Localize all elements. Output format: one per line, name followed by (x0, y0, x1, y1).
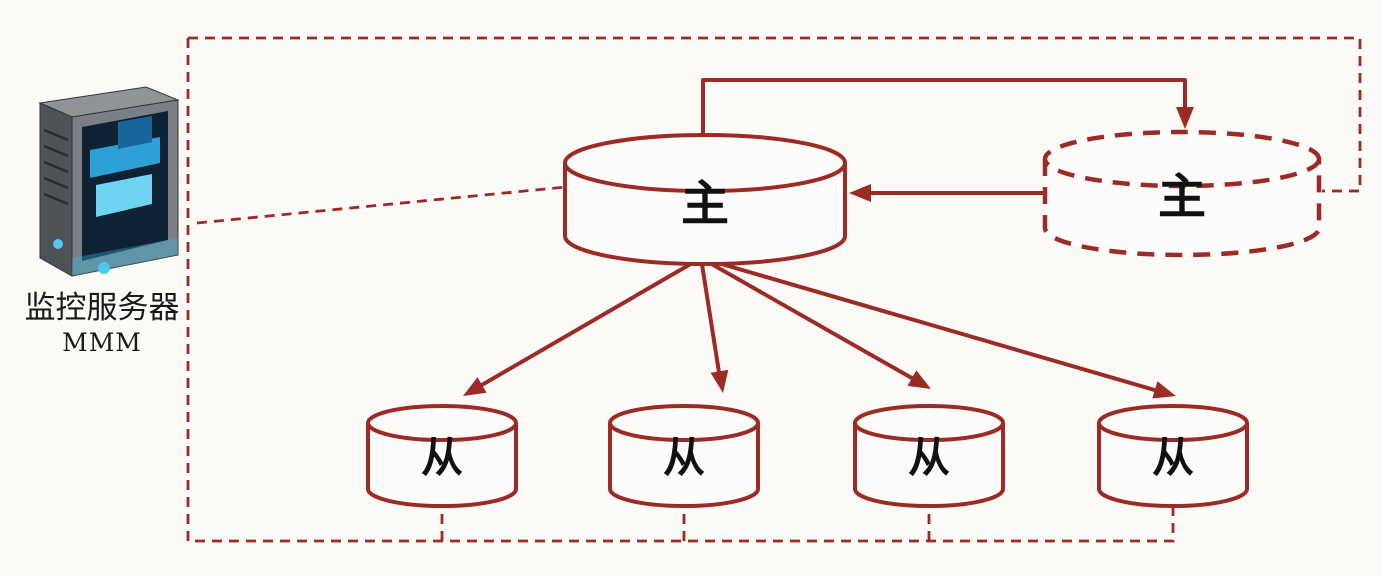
server-vent-4 (43, 176, 69, 190)
replication-line-master-to-slave-1 (466, 256, 703, 395)
server-led-1 (53, 239, 63, 249)
arrowhead-master-to-slave-4 (1152, 381, 1176, 399)
server-vent-1 (43, 128, 69, 142)
replication-line-master-to-slave-4 (700, 256, 1159, 393)
standby-master-label: 主 (1158, 169, 1206, 225)
server-inner-board (90, 137, 160, 178)
server-front-face (39, 102, 73, 277)
server-vent-2 (43, 144, 69, 158)
active-master-label: 主 (681, 176, 729, 232)
arrowhead-master-to-slave-1 (463, 377, 487, 396)
arrowhead-master-to-slave-2 (710, 369, 729, 393)
monitor-server-sublabel: MMM (62, 328, 142, 357)
monitor-link-left-and-bottom (186, 38, 1175, 543)
arrowhead-standby-to-active (849, 184, 871, 202)
slave-db-cylinder-2 (608, 404, 760, 508)
server-led-2 (98, 262, 110, 274)
arrowhead-active-to-standby (1176, 107, 1194, 129)
slave-db-cylinder-4 (1097, 404, 1249, 508)
server-inner-glow (96, 174, 152, 217)
standby-master-db-cylinder (1042, 129, 1322, 258)
slave-label-1: 从 (421, 433, 463, 482)
server-inner-module (118, 116, 152, 149)
server-vent-3 (43, 160, 69, 174)
slave-db-cylinder-1 (366, 404, 518, 508)
active-master-db-cylinder (563, 133, 847, 266)
monitor-link-top-to-standby-master (188, 36, 1362, 193)
replication-line-master-to-slave-3 (700, 256, 925, 387)
server-vent-5 (43, 192, 69, 206)
replication-line-master-to-slave-2 (699, 257, 723, 386)
slave-label-4: 从 (1152, 433, 1194, 482)
monitor-link-to-active-master (196, 185, 567, 225)
slave-label-3: 从 (908, 433, 950, 482)
arrowhead-master-to-slave-3 (907, 370, 931, 389)
slave-db-cylinder-3 (853, 404, 1005, 508)
monitor-server-label: 监控服务器 (25, 290, 180, 326)
slave-label-2: 从 (663, 433, 705, 482)
monitoring-server-icon (38, 86, 180, 277)
replication-line-active-to-standby (701, 78, 1187, 152)
